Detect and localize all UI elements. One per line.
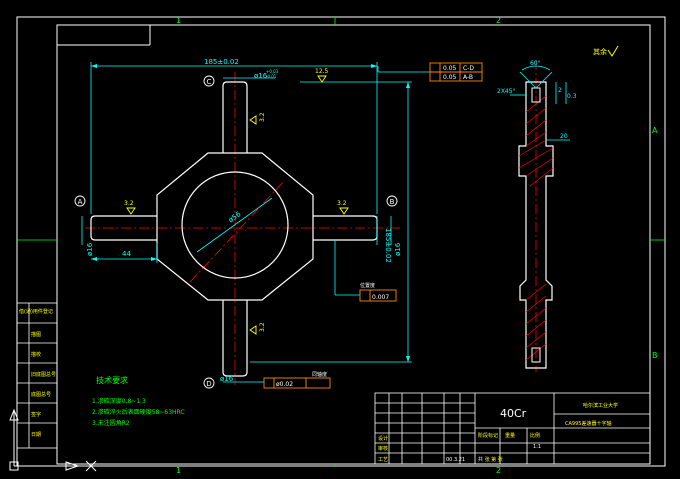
drawing-border (16, 16, 666, 467)
gdt-row-1-value: 0.05 (443, 65, 457, 72)
front-view: 185±0.02 ø16 +0.03 -0.01 44 ø56 ø16 185±… (74, 58, 483, 389)
side-dim-top-b: 0.3 (567, 93, 577, 100)
zone-2-top: 2 (496, 16, 501, 25)
left-strip-0: 借(通)用件登记 (19, 308, 53, 315)
position-tol-label: 位置度 (360, 282, 375, 289)
side-dim-top-a: 2 (558, 87, 562, 94)
title-block-date: 00.3.21 (446, 457, 465, 463)
gdt-frame (429, 62, 483, 82)
datum-b: B (390, 198, 395, 206)
arm-top (222, 81, 248, 153)
datum-c: C (207, 78, 212, 86)
arm-length-dim: 44 (122, 250, 131, 258)
note-3: 3.未注圆角R2 (92, 419, 130, 427)
arm-bottom (222, 300, 248, 377)
title-block-ratio-value: 1:1 (533, 444, 541, 450)
position-tol-value: 0.007 (372, 294, 389, 301)
left-strip-6: 日期 (31, 432, 41, 438)
notes-title: 技术要求 (96, 375, 128, 385)
corner-mark-text: 其余 (593, 47, 607, 56)
surface-finish-top: 12.5 (315, 68, 329, 75)
title-block-drawing-name: CA995差速器十字轴 (565, 420, 611, 427)
note-2: 2.渗碳淬火后表面硬度58~63HRC (92, 408, 185, 416)
datum-d: D (206, 380, 211, 388)
datum-a: A (78, 198, 83, 206)
overall-width-dim: 185±0.02 (204, 58, 239, 66)
ucs-axis-icon (9, 408, 97, 472)
zone-2-bottom: 2 (496, 466, 501, 475)
zone-1-top: 1 (176, 16, 181, 25)
title-block-process: 工艺 (378, 457, 388, 463)
title-block-check: 审核 (378, 445, 388, 452)
title-block (374, 392, 651, 465)
side-chamfer-dim: 2X45° (497, 88, 516, 95)
zone-1-bottom: 1 (176, 466, 181, 475)
arm-dia-bottom: ø16 (220, 375, 234, 383)
title-block-ratio-label: 比例 (530, 432, 540, 439)
title-block-stage-label: 阶段标记 (478, 432, 498, 439)
surface-finish-right: 3.2 (337, 200, 347, 207)
arm-dia-top: ø16 (254, 72, 268, 80)
arm-dia-right: ø16 (394, 242, 402, 256)
gdt-row-2-datum: A-B (463, 74, 473, 81)
title-block-school: 哈尔滨工业大学 (583, 402, 618, 409)
zone-a-right: A (652, 126, 658, 135)
bottom-tol-label: 同轴度 (312, 371, 327, 378)
gdt-row-2-value: 0.05 (443, 74, 457, 81)
side-hatching (518, 95, 554, 361)
title-block-sheet: 共 张 第 张 (478, 456, 503, 463)
side-dim-mid: 20 (560, 133, 568, 140)
corner-surface-mark: 其余 (593, 45, 619, 57)
left-strip-3: 旧底图总号 (31, 371, 56, 378)
side-angle-dim: 60° (530, 60, 541, 67)
left-strip-1: 描图 (31, 331, 41, 338)
side-outline (518, 81, 554, 369)
gdt-row-1-datum: C-D (463, 65, 474, 72)
title-block-material: 40Cr (500, 407, 527, 420)
arm-left (90, 215, 157, 241)
left-strip-4: 底图总号 (31, 391, 51, 398)
side-view: 60° 2X45° 2 0.3 20 (497, 60, 577, 372)
center-bore (181, 171, 289, 279)
bottom-tol-value: ø0.02 (276, 381, 293, 388)
title-block-designer: 设计 (378, 435, 388, 442)
technical-notes: 技术要求 1.渗碳深度0.8~1.3 2.渗碳淬火后表面硬度58~63HRC 3… (92, 375, 185, 427)
surface-finish-left: 3.2 (124, 200, 134, 207)
arm-dia-left: ø16 (86, 242, 94, 256)
zone-b-right: B (652, 351, 658, 360)
left-strip (16, 302, 58, 449)
surface-finish-bottom-arm: 3.2 (259, 322, 266, 332)
surface-finish-top-arm: 3.2 (259, 112, 266, 122)
arm-dia-top-tol-lower: -0.01 (266, 74, 277, 79)
title-block-weight-label: 重量 (505, 432, 515, 439)
overall-height-dim: 185±0.02 (384, 228, 392, 263)
arm-dia-top-tol-upper: +0.03 (266, 69, 279, 74)
left-strip-2: 描校 (31, 351, 41, 358)
left-strip-5: 签字 (31, 411, 41, 418)
note-1: 1.渗碳深度0.8~1.3 (92, 397, 146, 405)
zone-markers: 1 2 1 2 A B (176, 16, 658, 475)
